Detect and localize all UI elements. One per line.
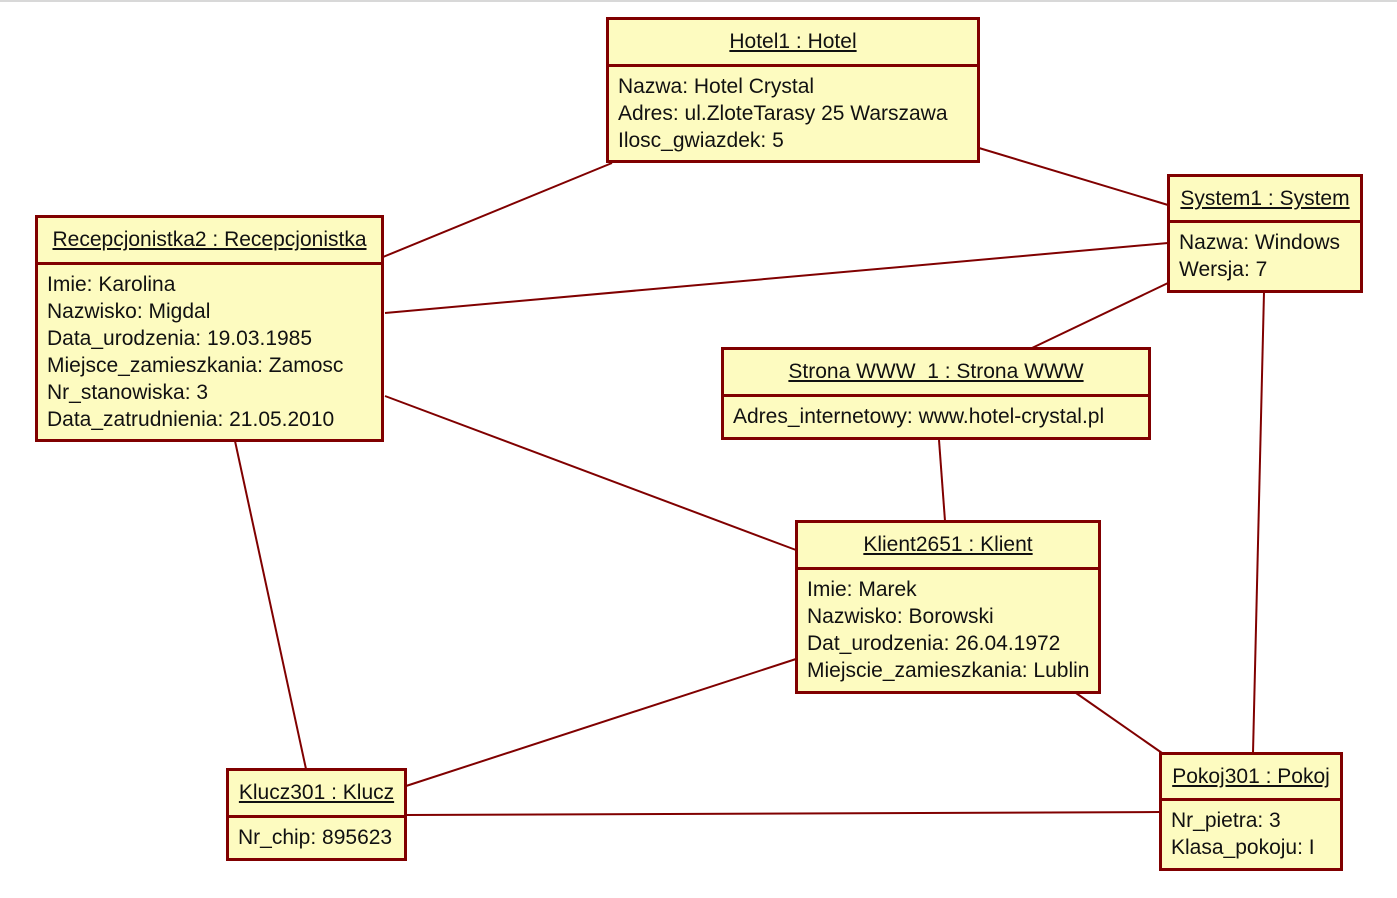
object-attributes: Nr_pietra: 3 Klasa_pokoju: I — [1162, 801, 1340, 861]
link-recepcjonistka-klient[interactable] — [384, 395, 797, 551]
object-title: Klucz301 : Klucz — [229, 771, 404, 818]
object-attributes: Nr_chip: 895623 — [229, 818, 404, 851]
object-attributes: Imie: Marek Nazwisko: Borowski Dat_urodz… — [798, 570, 1098, 684]
attribute: Imie: Karolina — [47, 273, 176, 296]
attribute: Data_zatrudnienia: 21.05.2010 — [47, 408, 335, 431]
attribute: Wersja: 7 — [1179, 258, 1268, 281]
object-attributes: Nazwa: Windows Wersja: 7 — [1170, 223, 1360, 283]
attribute: Adres: ul.ZloteTarasy 25 Warszawa — [618, 102, 948, 125]
object-attributes: Adres_internetowy: www.hotel-crystal.pl — [724, 397, 1148, 430]
attribute: Klasa_pokoju: I — [1171, 836, 1315, 859]
attribute: Miejscie_zamieszkania: Lublin — [807, 659, 1090, 682]
link-recepcjonistka-klucz[interactable] — [234, 440, 307, 770]
attribute: Dat_urodzenia: 26.04.1972 — [807, 632, 1061, 655]
attribute: Miejsce_zamieszkania: Zamosc — [47, 354, 344, 377]
link-hotel-system[interactable] — [978, 147, 1169, 206]
attribute: Nr_pietra: 3 — [1171, 809, 1281, 832]
object-system[interactable]: System1 : System Nazwa: Windows Wersja: … — [1167, 174, 1363, 293]
attribute: Nazwisko: Migdal — [47, 300, 211, 323]
attribute: Imie: Marek — [807, 578, 917, 601]
link-klucz-pokoj[interactable] — [405, 811, 1161, 816]
attribute: Nazwa: Windows — [1179, 231, 1341, 254]
link-recepcjonistka-hotel[interactable] — [382, 162, 613, 258]
link-strona-klient[interactable] — [938, 439, 946, 522]
object-title: Hotel1 : Hotel — [609, 20, 977, 67]
attribute: Nazwa: Hotel Crystal — [618, 75, 815, 98]
object-strona-www[interactable]: Strona WWW_1 : Strona WWW Adres_internet… — [721, 347, 1151, 440]
top-border — [0, 0, 1397, 2]
object-klucz[interactable]: Klucz301 : Klucz Nr_chip: 895623 — [226, 768, 407, 861]
link-klucz-klient[interactable] — [405, 658, 797, 787]
object-recepcjonistka[interactable]: Recepcjonistka2 : Recepcjonistka Imie: K… — [35, 215, 384, 442]
attribute: Data_urodzenia: 19.03.1985 — [47, 327, 313, 350]
object-attributes: Imie: Karolina Nazwisko: Migdal Data_uro… — [38, 265, 381, 433]
object-klient[interactable]: Klient2651 : Klient Imie: Marek Nazwisko… — [795, 520, 1101, 694]
attribute: Nazwisko: Borowski — [807, 605, 994, 628]
object-title: Strona WWW_1 : Strona WWW — [724, 350, 1148, 397]
object-hotel[interactable]: Hotel1 : Hotel Nazwa: Hotel Crystal Adre… — [606, 17, 980, 163]
object-title: Recepcjonistka2 : Recepcjonistka — [38, 218, 381, 265]
object-title: Klient2651 : Klient — [798, 523, 1098, 570]
link-system-strona[interactable] — [1031, 282, 1169, 349]
object-title: Pokoj301 : Pokoj — [1162, 755, 1340, 801]
attribute: Adres_internetowy: www.hotel-crystal.pl — [733, 405, 1105, 428]
attribute: Ilosc_gwiazdek: 5 — [618, 129, 784, 152]
object-pokoj[interactable]: Pokoj301 : Pokoj Nr_pietra: 3 Klasa_poko… — [1159, 752, 1343, 871]
link-klient-pokoj[interactable] — [1075, 692, 1163, 754]
attribute: Nr_chip: 895623 — [238, 826, 393, 849]
object-attributes: Nazwa: Hotel Crystal Adres: ul.ZloteTara… — [609, 67, 977, 154]
attribute: Nr_stanowiska: 3 — [47, 381, 209, 404]
link-system-pokoj[interactable] — [1252, 291, 1265, 754]
object-title: System1 : System — [1170, 177, 1360, 223]
link-recepcjonistka-system[interactable] — [384, 242, 1169, 314]
